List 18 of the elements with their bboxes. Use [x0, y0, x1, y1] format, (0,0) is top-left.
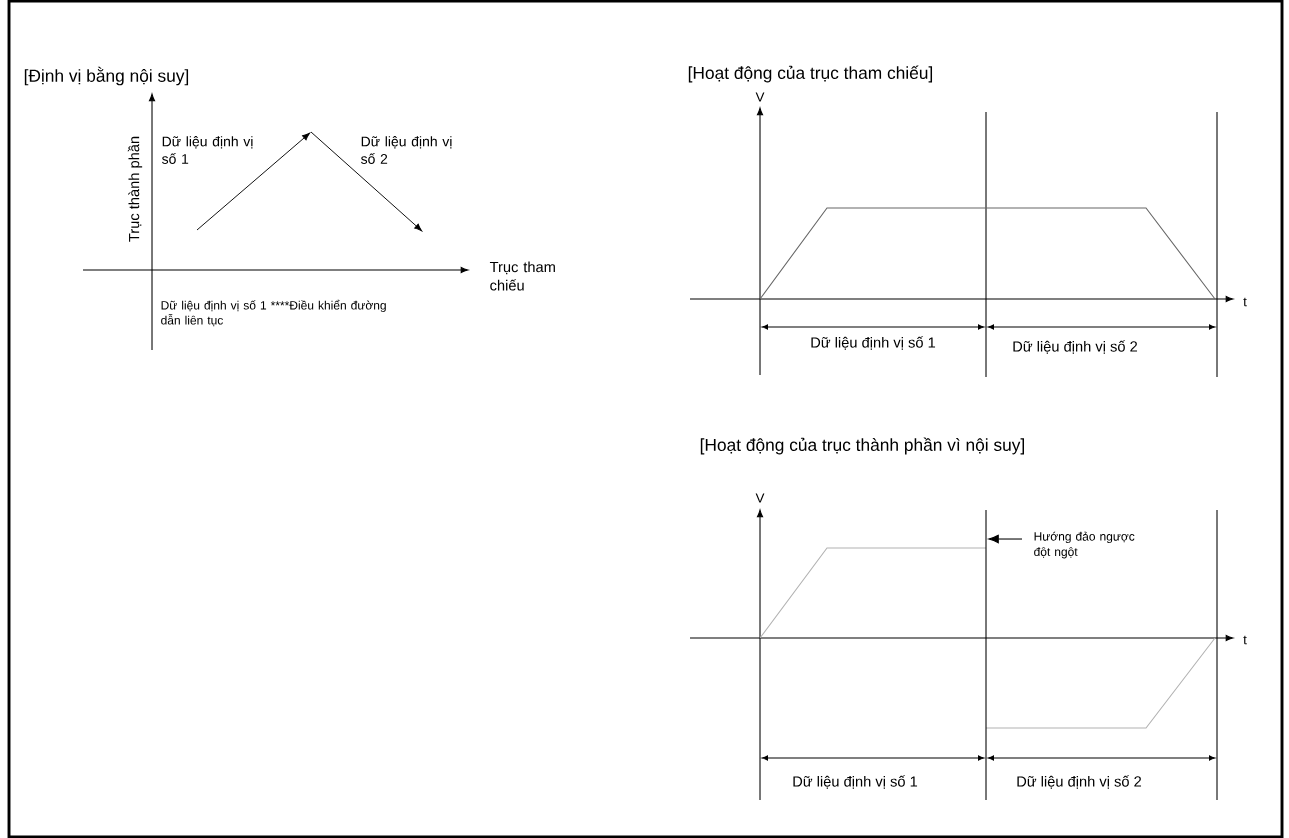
axis-label: Trục thành phần [127, 136, 143, 242]
panel-heading: [Định vị bằng nội suy] [24, 66, 189, 86]
axis-label: t [1243, 297, 1247, 307]
axis-label: V [755, 493, 765, 503]
dimension-label: Dữ liệu định vị số 1 [793, 775, 918, 789]
note-text: Dữ liệu định vị số 1 ****Điều khiển đường dẫn liên tục [161, 299, 386, 327]
axis-label: V [755, 92, 765, 102]
leader-line [988, 534, 1023, 544]
axis-label: t [1243, 635, 1247, 645]
panel-heading: [Hoạt động của trục thành phần vì nội suy] [700, 437, 1024, 455]
axis-label: Trục tham chiếu [489, 261, 555, 291]
segment-label: Dữ liệu định vị số 1 [162, 136, 253, 164]
dimension-label: Dữ liệu định vị số 1 [811, 336, 936, 350]
dimension-label: Dữ liệu định vị số 2 [1017, 775, 1142, 789]
callout-text: Hướng đảo ngược đột ngột [1034, 531, 1135, 559]
panel-heading: [Hoạt động của trục tham chiếu] [688, 65, 933, 83]
segment-label: Dữ liệu định vị số 2 [361, 136, 452, 164]
dimension-label: Dữ liệu định vị số 2 [1013, 340, 1138, 354]
